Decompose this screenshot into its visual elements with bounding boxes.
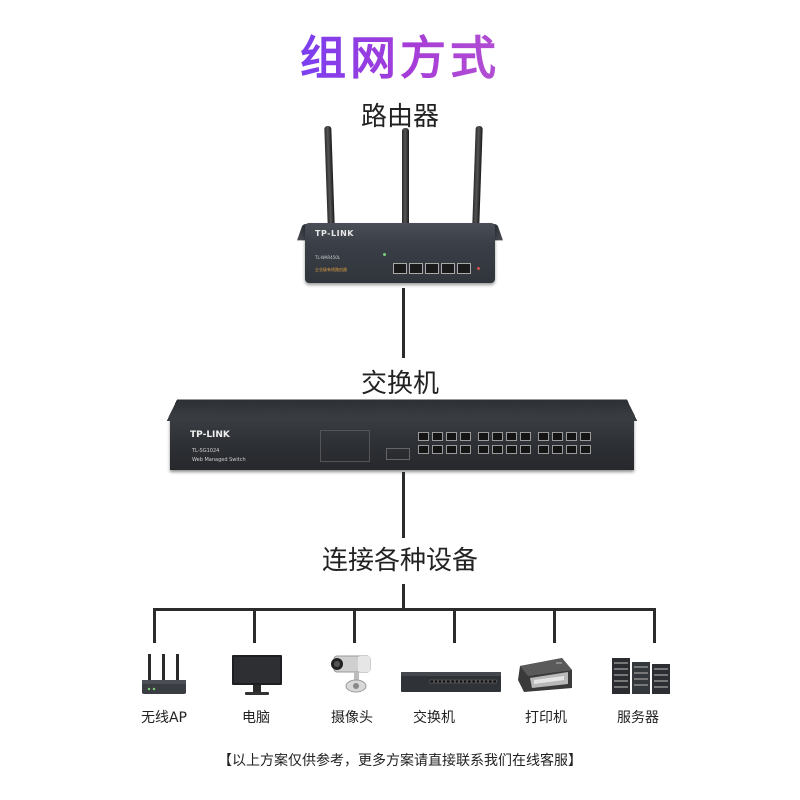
switch-port (520, 432, 531, 441)
mini-switch-port (488, 679, 493, 684)
switch-port (538, 432, 549, 441)
mini-switch-port (467, 679, 472, 684)
switch-port (478, 445, 489, 454)
device-label-printer: 打印机 (525, 710, 567, 726)
switch-indicator-panel (320, 430, 370, 462)
switch-port (418, 445, 429, 454)
drop-line (653, 608, 656, 643)
router-model: TL-WAR450L (315, 255, 340, 260)
mini-switch-port (463, 679, 467, 684)
router-port (425, 263, 439, 274)
network-switch-icon (401, 672, 501, 692)
mini-switch-port (434, 679, 438, 684)
switch-port (566, 432, 577, 441)
footer-note: 【以上方案仅供参考，更多方案请直接联系我们在线客服】 (218, 753, 582, 769)
switch-port (432, 432, 443, 441)
router-port (409, 263, 423, 274)
router-port (441, 263, 455, 274)
switch-port (580, 432, 591, 441)
bus-line (153, 608, 656, 611)
router-antenna-left (324, 125, 335, 227)
switch-port (446, 432, 457, 441)
router-front-panel: TP-LINK TL-WAR450L 企业级有线路由器 (305, 223, 495, 283)
computer-monitor-icon (232, 655, 282, 695)
switch-port (580, 445, 591, 454)
switch-model: TL-SG1024 (192, 448, 220, 454)
device-label-wireless-ap: 无线AP (140, 710, 188, 726)
router-antenna-middle (402, 128, 409, 228)
mini-switch-port (459, 679, 463, 684)
wireless-ap-icon (142, 654, 186, 694)
router-antenna-right (472, 125, 483, 227)
device-label-server: 服务器 (617, 710, 659, 726)
drop-line (253, 608, 256, 643)
switch-port (552, 445, 563, 454)
router-port (457, 263, 471, 274)
switch-port (492, 432, 503, 441)
drop-line (553, 608, 556, 643)
mini-switch-port (442, 679, 446, 684)
mini-switch-port (446, 679, 451, 684)
router-led (383, 253, 386, 256)
device-label-camera: 摄像头 (331, 710, 373, 726)
mini-switch-port (450, 679, 455, 684)
connector-line (402, 584, 405, 610)
switch-brand: TP-LINK (190, 430, 230, 440)
security-camera-icon (331, 655, 371, 693)
switch-port (478, 432, 489, 441)
mini-switch-port (438, 679, 442, 684)
mini-switch-port (492, 679, 497, 684)
router-label: 路由器 (360, 102, 439, 132)
switch-port (538, 445, 549, 454)
router-led (477, 267, 480, 270)
switch-port (566, 445, 577, 454)
router-port (393, 263, 407, 274)
drop-line (353, 608, 356, 643)
switch-port (460, 432, 471, 441)
printer-icon (518, 658, 572, 692)
switch-port (418, 432, 429, 441)
switch-port (506, 445, 517, 454)
switch-port (506, 432, 517, 441)
mini-switch-port (429, 679, 434, 684)
switch-port (432, 445, 443, 454)
switch-label: 交换机 (360, 369, 439, 399)
switch-port (520, 445, 531, 454)
switch-subtitle: Web Managed Switch (192, 457, 246, 463)
mini-switch-port (475, 679, 480, 684)
mini-switch-port (455, 679, 459, 684)
switch-port (492, 445, 503, 454)
device-label-switch: 交换机 (413, 710, 455, 726)
devices-label: 连接各种设备 (321, 546, 478, 576)
connector-line (402, 288, 405, 358)
switch-mode-panel (386, 448, 410, 460)
switch-front-panel: TP-LINK TL-SG1024 Web Managed Switch (170, 418, 634, 470)
page-title: 组网方式 (300, 31, 500, 85)
switch-port (552, 432, 563, 441)
mini-switch-port (471, 679, 476, 684)
connector-line (402, 472, 405, 538)
mini-switch-port (480, 679, 484, 684)
drop-line (453, 608, 456, 643)
device-label-computer: 电脑 (242, 710, 270, 726)
server-rack-icon (612, 658, 670, 694)
router-brand: TP-LINK (315, 229, 354, 238)
switch-port (446, 445, 457, 454)
drop-line (153, 608, 156, 643)
router-subtitle: 企业级有线路由器 (315, 267, 347, 272)
switch-port (460, 445, 471, 454)
mini-switch-port (484, 679, 488, 684)
